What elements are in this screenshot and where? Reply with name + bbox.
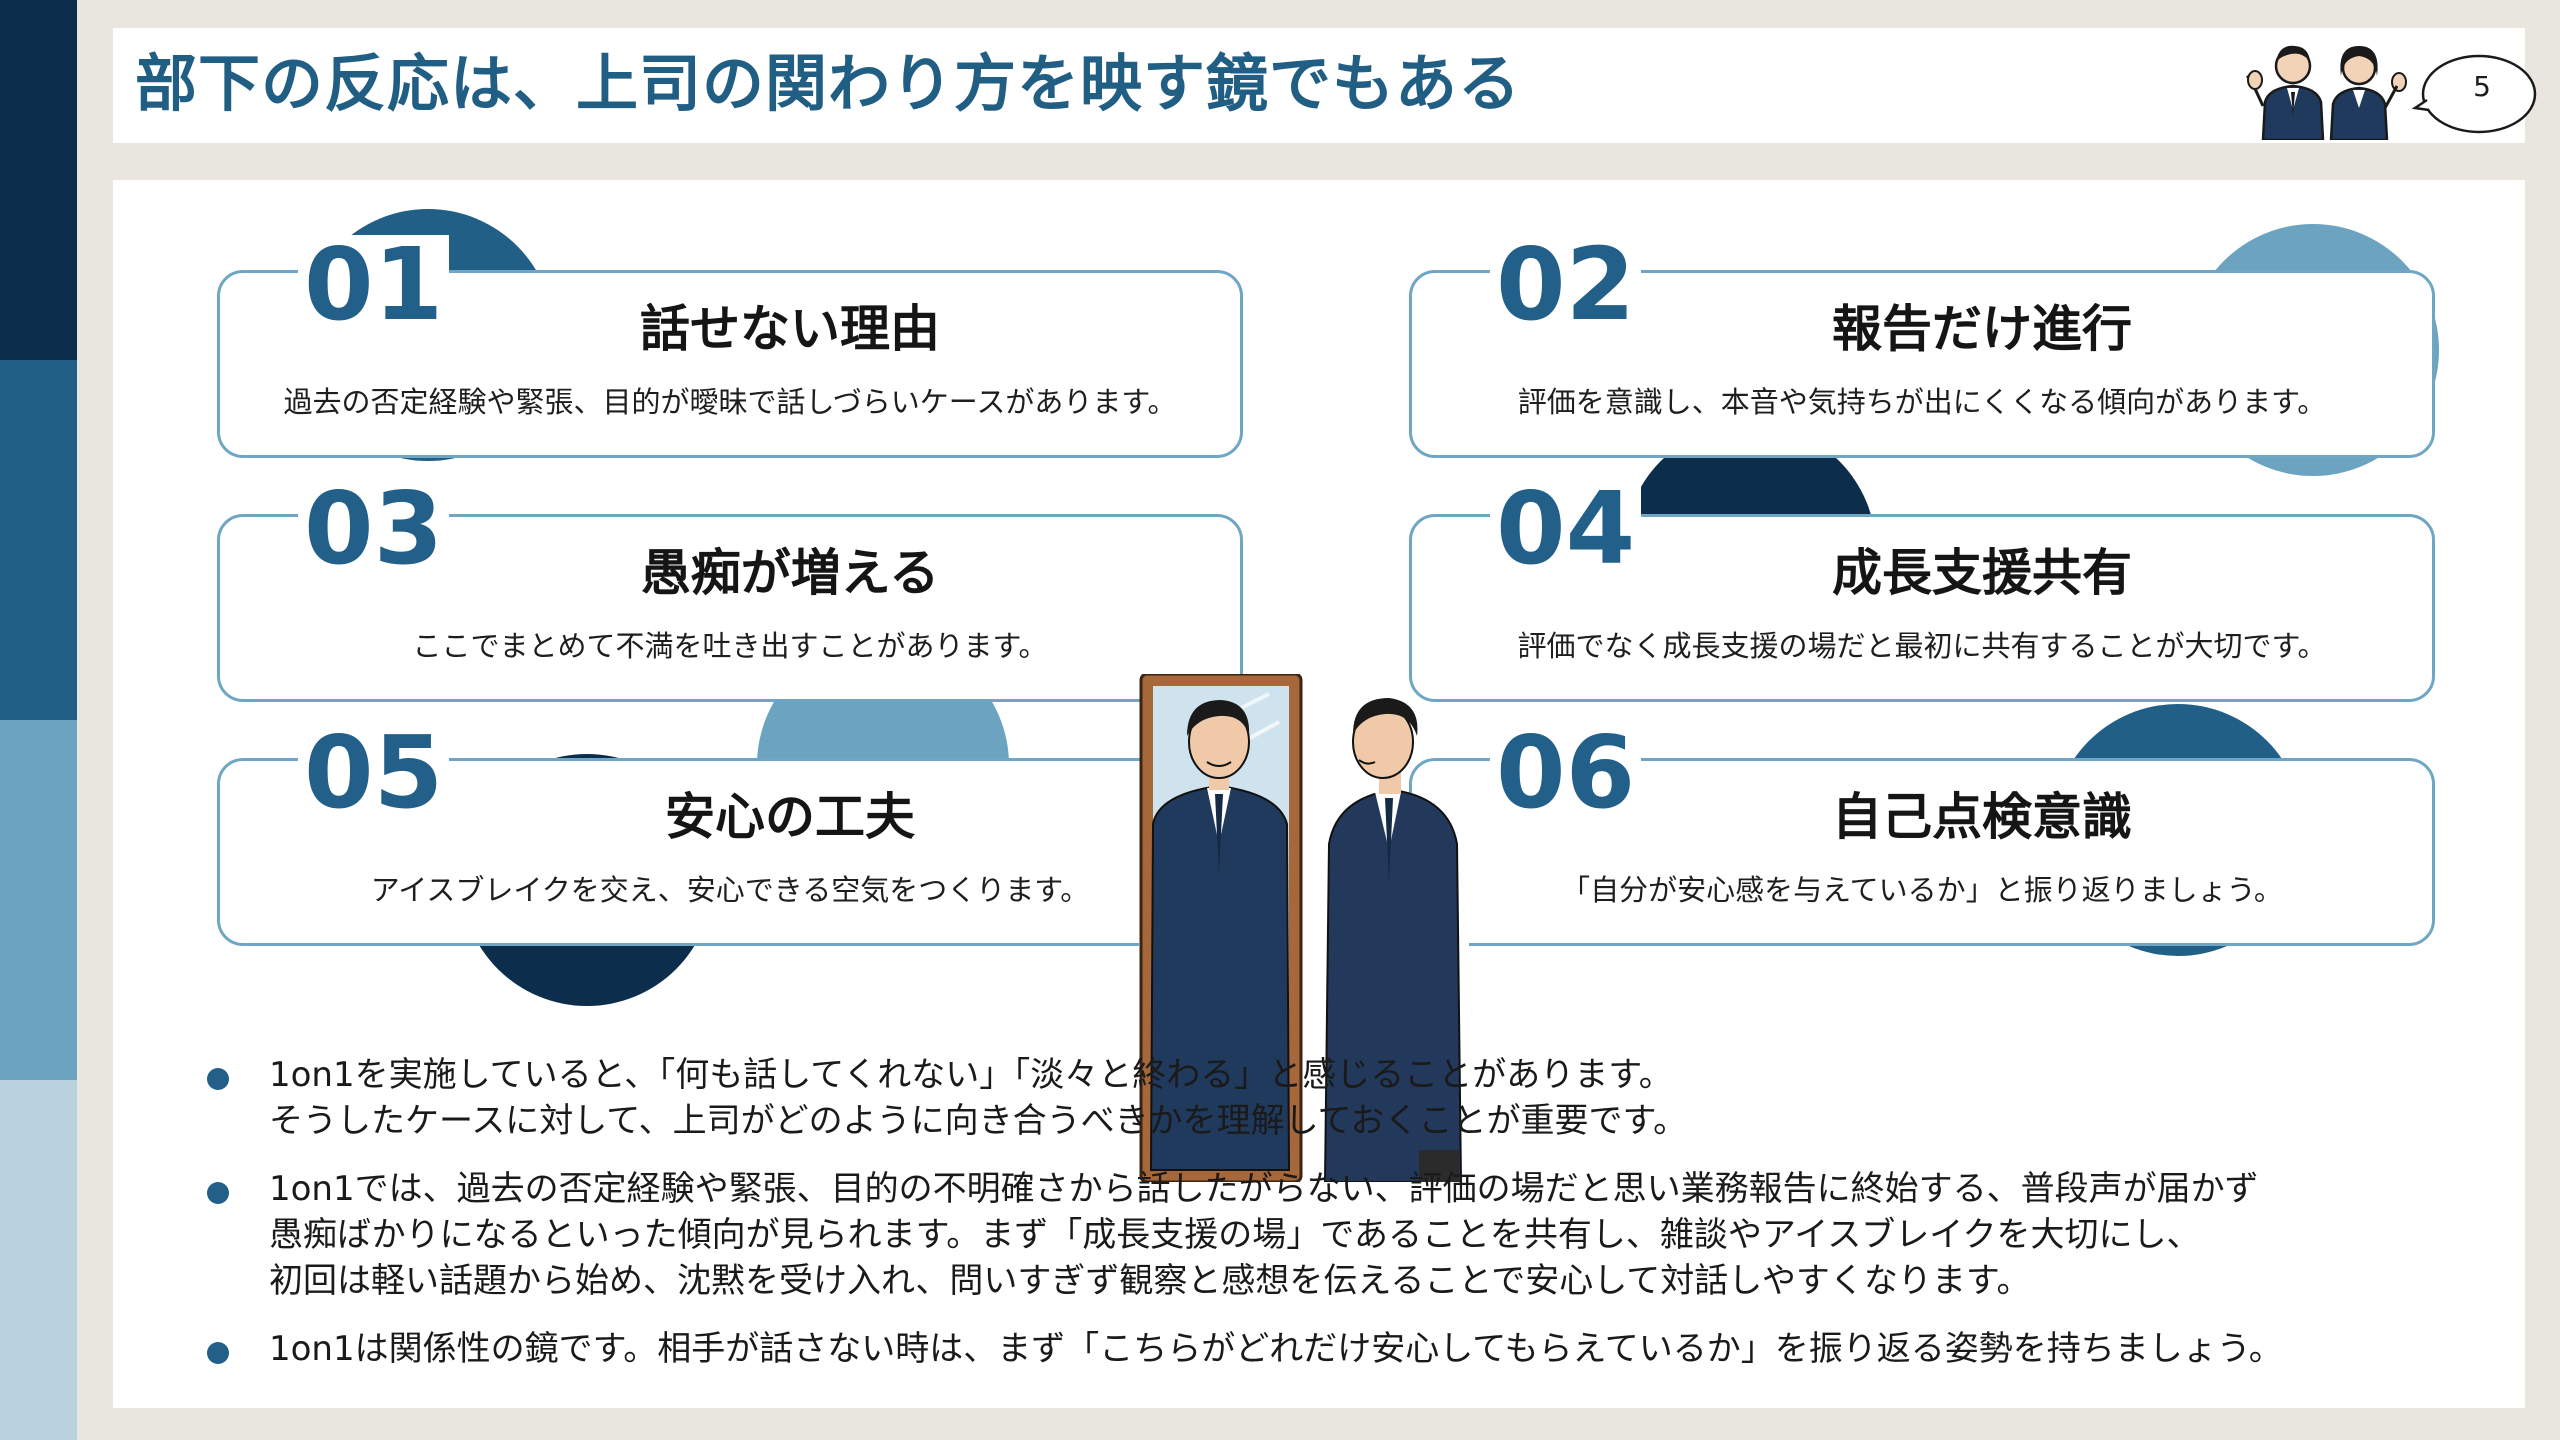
bullet-dot-icon: [207, 1342, 229, 1364]
card-description: 評価でなく成長支援の場だと最初に共有することが大切です。: [1517, 629, 2327, 663]
card-description: 評価を意識し、本音や気持ちが出にくくなる傾向があります。: [1517, 385, 2327, 419]
card-number: 03: [298, 479, 450, 579]
card-title: 報告だけ進行: [1832, 300, 2132, 358]
tip-card-04: 04 成長支援共有 評価でなく成長支援の場だと最初に共有することが大切です。: [1409, 479, 2435, 702]
bullet-item: 1on1は関係性の鏡です。相手が話さない時は、まず「こちらがどれだけ安心してもら…: [207, 1326, 2457, 1372]
left-stripe-light-blue: [0, 720, 77, 1080]
bullet-line: 1on1を実施していると、「何も話してくれない」「淡々と終わる」と感じることがあ…: [269, 1055, 1673, 1095]
bullet-line: 1on1では、過去の否定経験や緊張、目的の不明確さから話したがらない、評価の場だ…: [269, 1169, 2259, 1209]
speech-bubble-icon: [2411, 54, 2537, 134]
card-number: 04: [1490, 479, 1642, 579]
bullet-line: 初回は軽い話題から始め、沈黙を受け入れ、問いすぎず観察と感想を伝えることで安心し…: [269, 1261, 2031, 1301]
card-number: 05: [298, 723, 450, 823]
left-stripe-pale-blue: [0, 1080, 77, 1440]
card-description: アイスブレイクを交え、安心できる空気をつくります。: [370, 873, 1090, 907]
summary-bullets: 1on1を実施していると、「何も話してくれない」「淡々と終わる」と感じることがあ…: [207, 1052, 2457, 1394]
reason-card-01: 01 話せない理由 過去の否定経験や緊張、目的が曖昧で話しづらいケースがあります…: [217, 235, 1243, 458]
bullet-line: 1on1は関係性の鏡です。相手が話さない時は、まず「こちらがどれだけ安心してもら…: [269, 1329, 2283, 1369]
card-title: 愚痴が増える: [640, 544, 940, 602]
bullet-dot-icon: [207, 1068, 229, 1090]
slide-title: 部下の反応は、上司の関わり方を映す鏡でもある: [135, 47, 1522, 120]
bullet-item: 1on1では、過去の否定経験や緊張、目的の不明確さから話したがらない、評価の場だ…: [207, 1166, 2457, 1304]
card-description: ここでまとめて不満を吐き出すことがあります。: [412, 629, 1048, 663]
card-title: 成長支援共有: [1832, 544, 2132, 602]
slide-header: 部下の反応は、上司の関わり方を映す鏡でもある 5: [113, 28, 2537, 143]
bullet-dot-icon: [207, 1182, 229, 1204]
waving-people-icon: [2245, 45, 2407, 140]
content-panel: 01 話せない理由 過去の否定経験や緊張、目的が曖昧で話しづらいケースがあります…: [113, 180, 2525, 1408]
businessman-mirror-illustration: [1139, 674, 1469, 1182]
card-title: 安心の工夫: [665, 788, 915, 846]
tip-card-06: 06 自己点検意識 「自分が安心感を与えているか」と振り返りましょう。: [1409, 723, 2435, 946]
card-description: 「自分が安心感を与えているか」と振り返りましょう。: [1561, 873, 2283, 907]
reason-card-03: 03 愚痴が増える ここでまとめて不満を吐き出すことがあります。: [217, 479, 1243, 702]
card-number: 01: [298, 235, 450, 335]
page-number: 5: [2473, 70, 2491, 103]
card-title: 自己点検意識: [1832, 788, 2132, 846]
card-number: 02: [1490, 235, 1642, 335]
tip-card-05: 05 安心の工夫 アイスブレイクを交え、安心できる空気をつくります。: [217, 723, 1243, 946]
card-number: 06: [1490, 723, 1642, 823]
card-description: 過去の否定経験や緊張、目的が曖昧で話しづらいケースがあります。: [283, 385, 1177, 419]
bullet-line: そうしたケースに対して、上司がどのように向き合うべきかを理解しておくことが重要で…: [269, 1101, 1688, 1141]
left-stripe-navy: [0, 0, 77, 360]
reason-card-02: 02 報告だけ進行 評価を意識し、本音や気持ちが出にくくなる傾向があります。: [1409, 235, 2435, 458]
bullet-item: 1on1を実施していると、「何も話してくれない」「淡々と終わる」と感じることがあ…: [207, 1052, 2457, 1144]
bullet-line: 愚痴ばかりになるといった傾向が見られます。まず「成長支援の場」であることを共有し…: [269, 1215, 2201, 1255]
left-stripe-blue: [0, 360, 77, 720]
card-title: 話せない理由: [640, 300, 940, 358]
